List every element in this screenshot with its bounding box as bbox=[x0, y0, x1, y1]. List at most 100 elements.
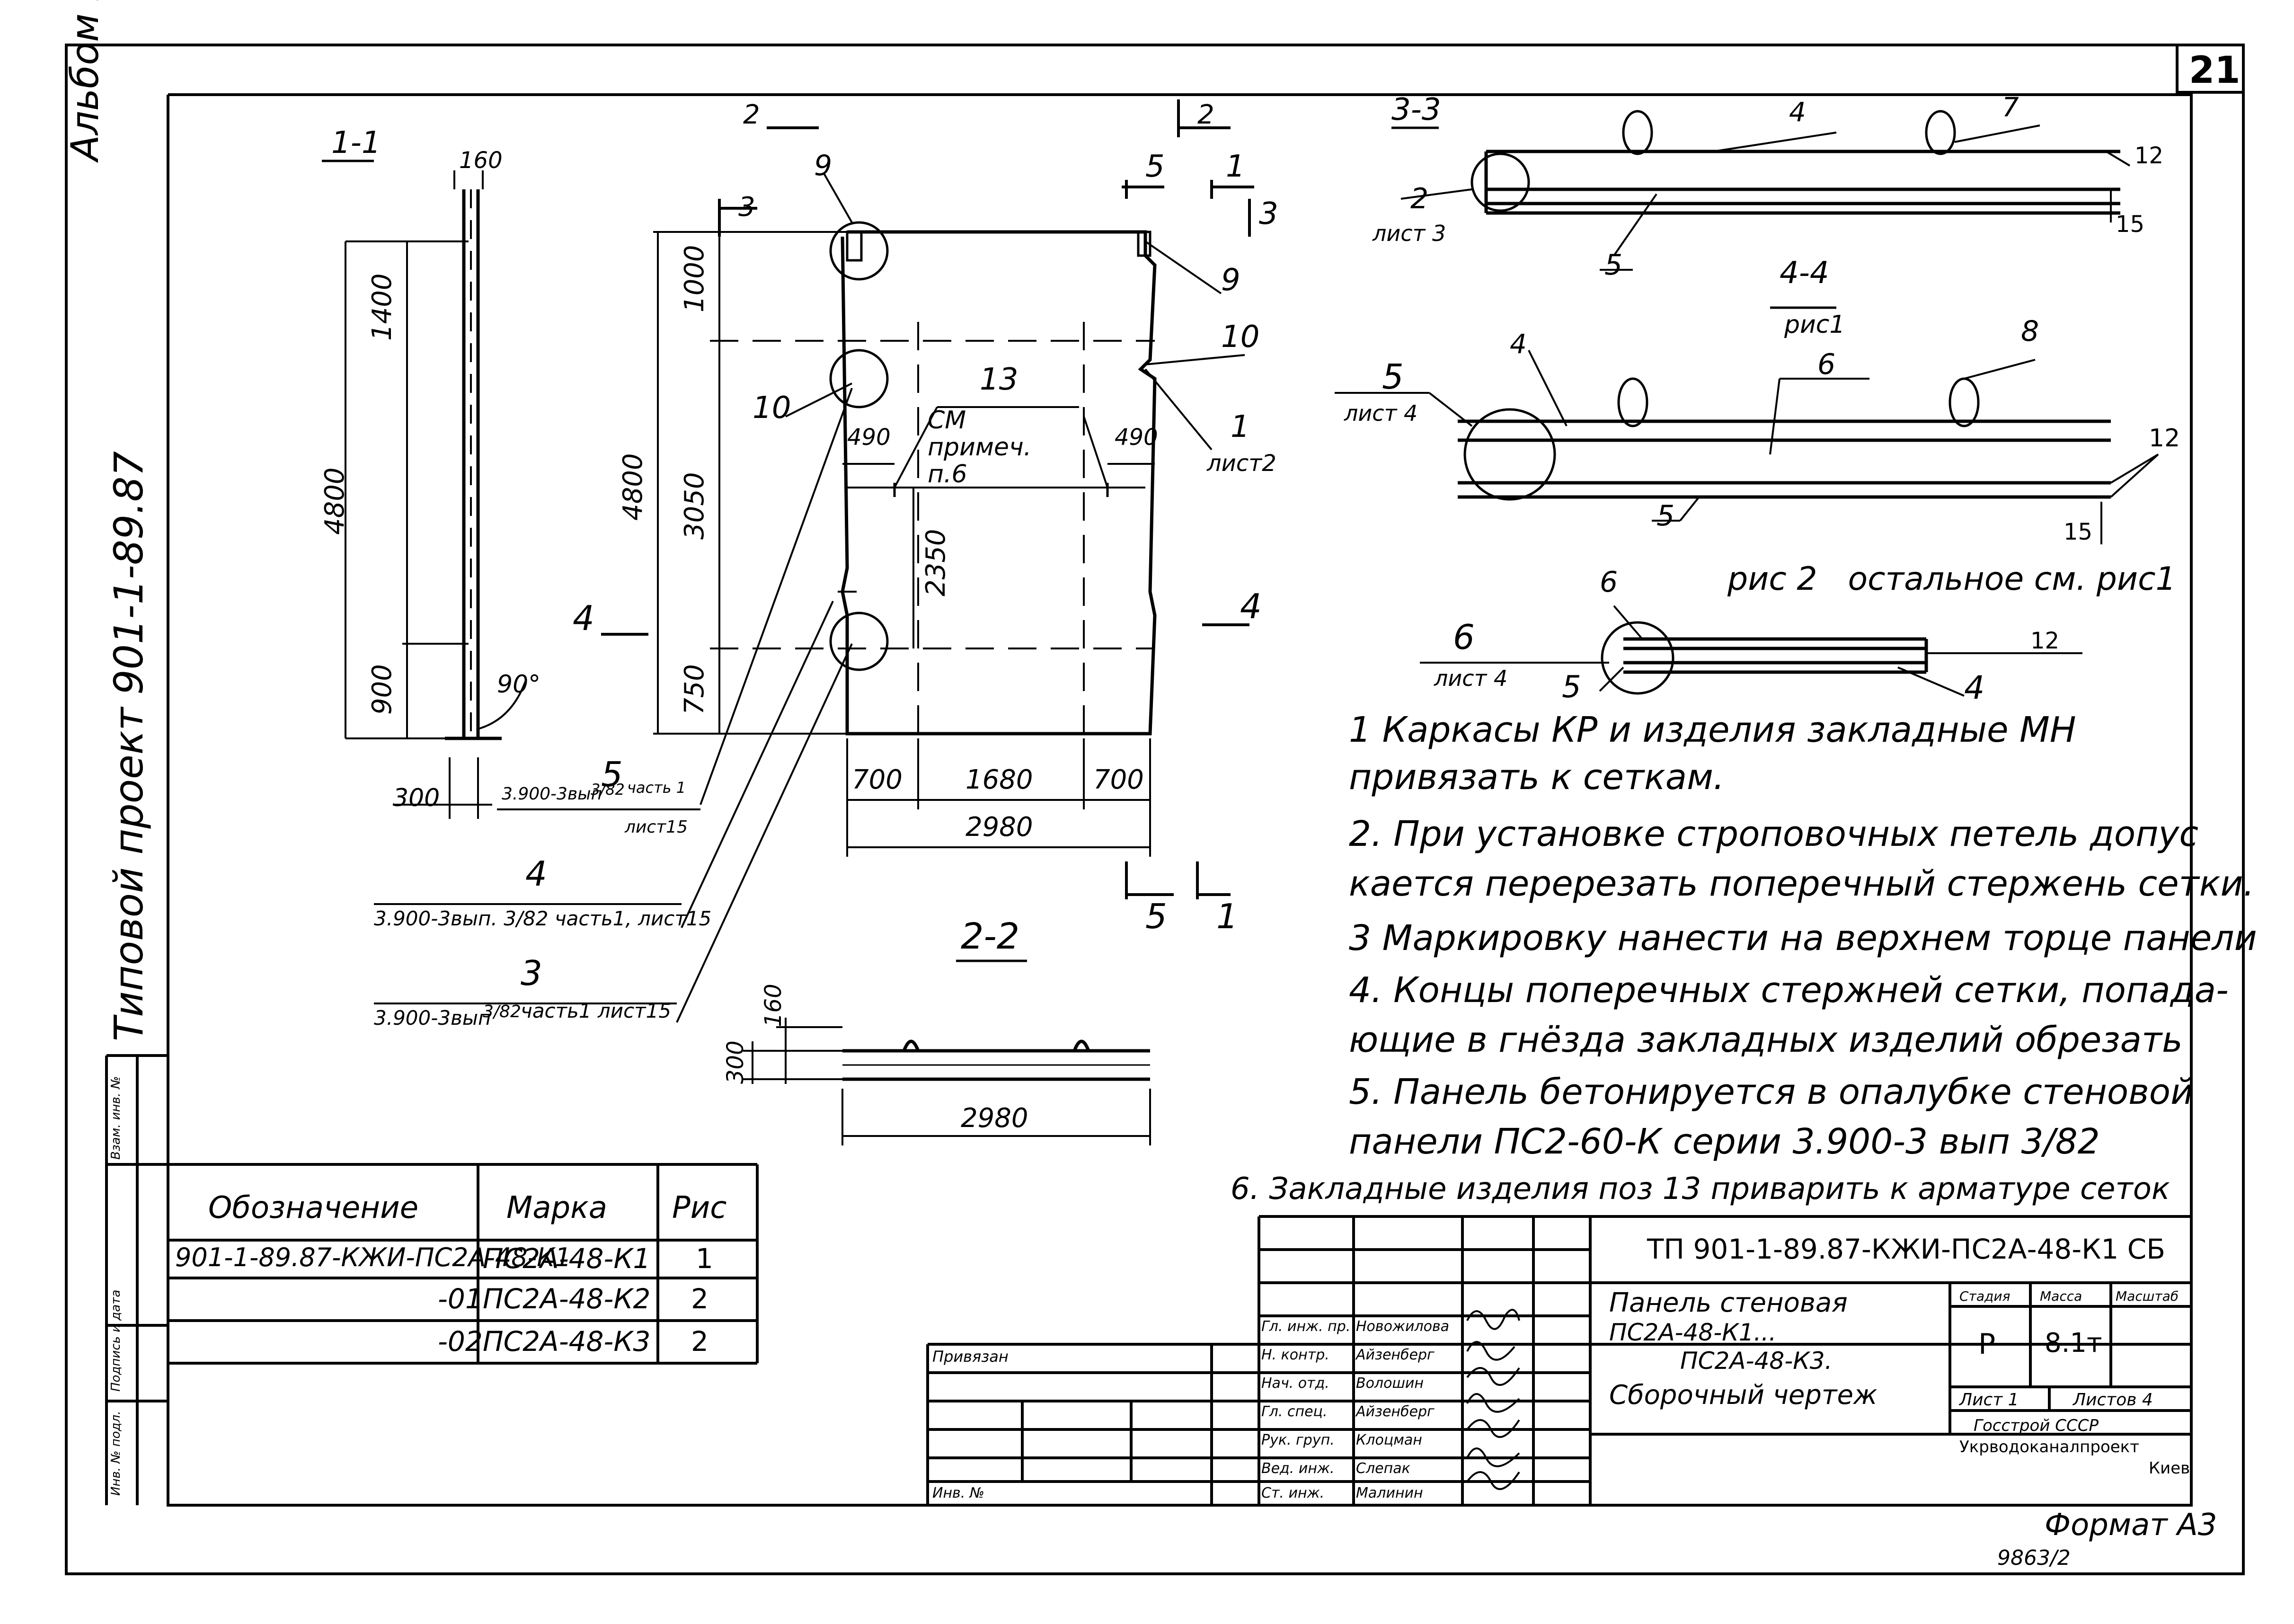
section-1-1-drawing bbox=[322, 160, 526, 819]
stage-value: Р bbox=[1978, 1328, 1996, 1361]
dim-300-b: 300 bbox=[722, 1040, 749, 1084]
title-block-lines bbox=[926, 1215, 2191, 1505]
spec-row1-mark: ПС2А-48-К1 bbox=[483, 1242, 651, 1275]
s33-label-7: 7 bbox=[2002, 92, 2019, 123]
front-view-drawing bbox=[374, 99, 1254, 1023]
mark-3-left: 3 bbox=[738, 192, 755, 222]
stage-label: Стадия bbox=[1959, 1288, 2011, 1304]
dim-1400: 1400 bbox=[367, 273, 398, 341]
fig2-label-6-top: 6 bbox=[1600, 566, 1618, 599]
section-4-4-drawing bbox=[1335, 306, 2159, 544]
fig2-caption: рис 2 остальное см. рис1 bbox=[1727, 560, 2176, 598]
note-line-8: 5. Панель бетонируется в опалубке стенов… bbox=[1349, 1072, 2194, 1112]
note-line-1: 1 Каркасы КР и изделия закладные МН bbox=[1349, 710, 2076, 750]
mark-5-top: 5 bbox=[1145, 149, 1165, 184]
s44-sheet-ref: лист 4 bbox=[1344, 400, 1418, 426]
dim-160-b: 160 bbox=[760, 984, 787, 1027]
section-3-3-drawing bbox=[1391, 110, 2131, 271]
callout-3-pos: 3 bbox=[521, 953, 542, 993]
dim-4800-b: 4800 bbox=[618, 453, 648, 521]
dim-490-left: 490 bbox=[847, 424, 891, 451]
section-2-2-drawing bbox=[743, 959, 1151, 1145]
dim-2980-front: 2980 bbox=[965, 812, 1033, 843]
pos-9-right: 9 bbox=[1221, 263, 1240, 298]
s44-label-12: 12 bbox=[2149, 424, 2180, 453]
fig2-label-6: 6 bbox=[1453, 617, 1475, 657]
stamp-sign-label: Подпись и дата bbox=[109, 1289, 123, 1392]
role-4: Гл. спец. bbox=[1261, 1403, 1328, 1420]
bound-label: Привязан bbox=[932, 1348, 1009, 1366]
spec-row2-mark: ПС2А-48-К2 bbox=[483, 1283, 651, 1315]
section-3-3-title: 3-3 bbox=[1391, 92, 1441, 127]
mark-3-right: 3 bbox=[1259, 196, 1278, 231]
mark-2-right: 2 bbox=[1197, 99, 1214, 130]
dim-2980-sec: 2980 bbox=[961, 1103, 1028, 1134]
inv-no-label: Инв. № bbox=[932, 1485, 985, 1501]
format-label: Формат А3 bbox=[2045, 1508, 2217, 1543]
inner-frame bbox=[167, 93, 2193, 1507]
note-line-10: 6. Закладные изделия поз 13 приварить к … bbox=[1231, 1171, 2170, 1207]
section-4-4-subtitle: рис1 bbox=[1784, 311, 1845, 339]
title-line-3: ПС2А-48-К3. bbox=[1680, 1347, 1833, 1375]
callout-5-ref-a: 3.900-3вып bbox=[502, 784, 602, 804]
spec-row2-fig: 2 bbox=[691, 1283, 709, 1315]
signatures bbox=[1466, 1309, 1520, 1490]
org-line-2: Укрводоканалпроект bbox=[1959, 1438, 2140, 1456]
spec-header-mark: Марка bbox=[506, 1190, 607, 1225]
callout-5-ref-c: часть 1 bbox=[627, 779, 686, 797]
name-6: Слепак bbox=[1356, 1460, 1410, 1477]
mass-label: Масса bbox=[2040, 1288, 2082, 1304]
dim-1000: 1000 bbox=[679, 245, 710, 312]
sheet-number: 21 bbox=[2189, 49, 2241, 92]
role-3: Нач. отд. bbox=[1261, 1375, 1329, 1392]
fig2-label-4: 4 bbox=[1964, 669, 1985, 707]
sheet-ref-2: лист2 bbox=[1207, 450, 1276, 477]
title-line-4: Сборочный чертеж bbox=[1609, 1380, 1878, 1411]
s33-label-5: 5 bbox=[1604, 248, 1623, 282]
stamp-inv-label: Инв. № подл. bbox=[109, 1411, 123, 1496]
mark-2-left: 2 bbox=[743, 99, 760, 130]
pos-10-right: 10 bbox=[1221, 319, 1260, 355]
s33-label-4: 4 bbox=[1789, 97, 1806, 128]
outer-frame bbox=[65, 44, 2245, 1575]
spec-row3-mark: ПС2А-48-К3 bbox=[483, 1325, 651, 1358]
fig2-sheet-ref: лист 4 bbox=[1434, 666, 1508, 691]
name-2: Айзенберг bbox=[1356, 1347, 1435, 1363]
dim-160: 160 bbox=[459, 147, 503, 174]
spec-row3-designation: -02 bbox=[438, 1325, 483, 1358]
scale-label: Масштаб bbox=[2116, 1288, 2179, 1304]
dim-750: 750 bbox=[679, 664, 710, 715]
name-5: Клоцман bbox=[1356, 1432, 1422, 1448]
s44-label-6: 6 bbox=[1817, 348, 1836, 381]
callout-4-pos: 4 bbox=[525, 854, 547, 894]
note-line-2: привязать к сеткам. bbox=[1349, 757, 1725, 798]
note-line-6: 4. Концы поперечных стержней сетки, попа… bbox=[1349, 970, 2229, 1011]
inv-number: 9863/2 bbox=[1997, 1546, 2071, 1570]
dim-4800-a: 4800 bbox=[319, 467, 350, 535]
see-note-label: СМ примеч. п.6 bbox=[928, 406, 1032, 489]
doc-code: ТП 901-1-89.87-КЖИ-ПС2А-48-К1 СБ bbox=[1647, 1233, 2166, 1265]
org-line-1: Госстрой СССР bbox=[1974, 1416, 2099, 1435]
fig2-label-5: 5 bbox=[1562, 670, 1581, 705]
mark-1-top: 1 bbox=[1226, 149, 1245, 184]
dim-300: 300 bbox=[393, 784, 440, 812]
callout-5-pos: 5 bbox=[601, 754, 623, 794]
callout-3-ref-a: 3.900-3вып bbox=[374, 1006, 491, 1029]
album-label: Альбом IV bbox=[63, 0, 107, 161]
name-4: Айзенберг bbox=[1356, 1403, 1435, 1420]
s44-label-4: 4 bbox=[1510, 329, 1527, 360]
fig2-drawing bbox=[1420, 605, 2082, 697]
stamp-replace-label: Взам. инв. № bbox=[109, 1076, 123, 1160]
s44-label-15: 15 bbox=[2064, 519, 2093, 545]
spec-row1-designation: 901-1-89.87-КЖИ-ПС2А-48-К1 bbox=[175, 1242, 571, 1272]
callout-3-ref-c: часть1 лист15 bbox=[521, 999, 672, 1022]
spec-row3-fig: 2 bbox=[691, 1325, 709, 1358]
s33-sheet-ref: лист 3 bbox=[1373, 221, 1446, 246]
s44-label-5-left: 5 bbox=[1382, 357, 1404, 397]
name-3: Волошин bbox=[1356, 1375, 1424, 1392]
role-6: Вед. инж. bbox=[1261, 1460, 1335, 1477]
spec-header-fig: Рис bbox=[672, 1190, 727, 1225]
section-4-4-title: 4-4 bbox=[1780, 256, 1829, 291]
pos-13: 13 bbox=[980, 362, 1019, 397]
sheets-label: Листов 4 bbox=[2073, 1390, 2153, 1410]
